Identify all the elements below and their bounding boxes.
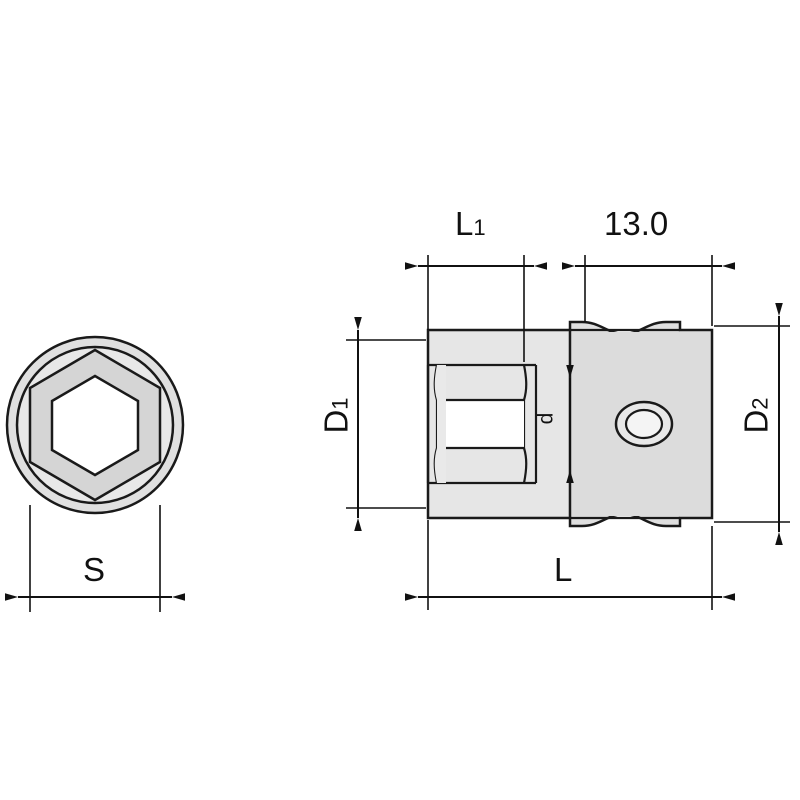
- label-l1: L1: [455, 207, 486, 240]
- label-d2: D2: [738, 385, 778, 445]
- dimension-l: [405, 520, 735, 610]
- label-d2-subscript: 2: [747, 397, 773, 410]
- dimension-l1: [405, 255, 547, 362]
- label-13-0: 13.0: [604, 205, 669, 242]
- label-d1-letter: D: [317, 409, 355, 434]
- dimension-13: [562, 255, 735, 326]
- label-s: S: [83, 551, 106, 588]
- label-l: L: [554, 551, 573, 588]
- label-d-small-letter: d: [534, 412, 558, 425]
- label-d-small: d: [534, 402, 562, 432]
- front-view-group: [5, 335, 185, 515]
- side-view-bore-fill: [437, 400, 524, 448]
- dimension-s: [5, 505, 185, 612]
- label-d2-letter: D: [737, 409, 775, 434]
- side-view-bore-left-shade: [434, 365, 446, 483]
- dimension-d2: [714, 303, 790, 545]
- label-d1: D1: [318, 385, 358, 445]
- label-d1-subscript: 1: [327, 397, 353, 410]
- side-view-pin-hole-inner: [624, 408, 664, 440]
- label-l1-subscript: 1: [473, 215, 486, 240]
- dimension-d1: [346, 317, 426, 531]
- label-l1-letter: L: [455, 205, 474, 242]
- front-view-hex-bore: [50, 374, 140, 477]
